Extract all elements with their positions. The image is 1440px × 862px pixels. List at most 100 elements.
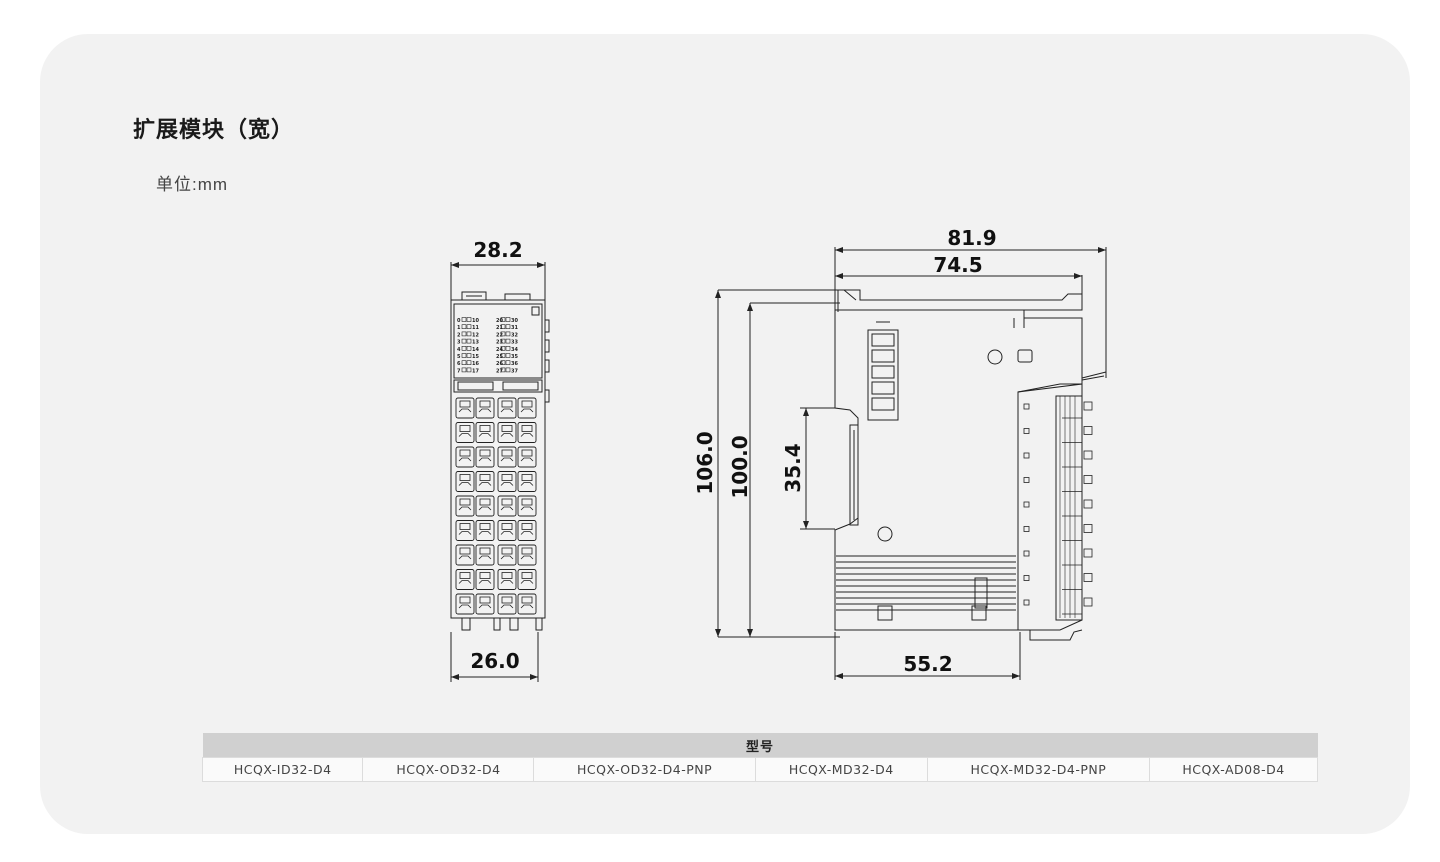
channel-led xyxy=(505,324,511,330)
side-terminal-hole xyxy=(1023,550,1030,557)
dim-side-height-body: 100.0 xyxy=(728,435,752,498)
channel-led xyxy=(466,353,472,358)
terminal xyxy=(497,593,517,615)
channel-led xyxy=(461,324,467,330)
terminal xyxy=(517,397,537,419)
terminal xyxy=(497,495,517,517)
channel-led xyxy=(500,360,506,366)
terminal xyxy=(475,495,495,517)
channel-number: 30 xyxy=(511,318,518,324)
channel-number: 21 xyxy=(496,325,503,331)
channel-led xyxy=(461,331,467,337)
side-terminal-hole xyxy=(1023,501,1030,508)
terminal xyxy=(455,544,475,566)
channel-number: 26 xyxy=(496,361,503,367)
channel-led xyxy=(466,367,472,373)
side-terminal-hole xyxy=(1023,477,1030,483)
terminal xyxy=(455,471,475,492)
terminal xyxy=(517,446,537,468)
side-terminal-hole xyxy=(1023,526,1030,532)
channel-led xyxy=(466,360,472,366)
model-cell: HCQX-ID32-D4 xyxy=(201,757,364,782)
terminal xyxy=(475,397,495,419)
channel-led xyxy=(466,345,472,351)
channel-led xyxy=(466,338,472,344)
terminal xyxy=(475,569,495,590)
channel-number: 16 xyxy=(472,361,479,367)
content-card xyxy=(40,34,1410,834)
terminal xyxy=(497,397,517,419)
channel-led xyxy=(466,324,472,330)
terminal xyxy=(497,569,517,590)
channel-number: 7 xyxy=(457,368,461,374)
channel-led xyxy=(500,353,506,358)
channel-number: 27 xyxy=(496,368,503,374)
channel-led xyxy=(500,345,506,351)
terminal xyxy=(517,569,537,590)
side-terminal-hole xyxy=(1023,452,1030,459)
model-cell: HCQX-MD32-D4-PNP xyxy=(926,757,1151,782)
channel-number: 12 xyxy=(472,332,479,338)
channel-led xyxy=(466,331,472,337)
terminal xyxy=(475,471,495,492)
terminal xyxy=(455,495,475,517)
channel-led xyxy=(505,331,511,337)
channel-number: 31 xyxy=(511,325,518,331)
side-terminal-lever xyxy=(1083,475,1093,484)
terminal xyxy=(497,471,517,492)
channel-number: 24 xyxy=(496,347,503,353)
channel-number: 15 xyxy=(472,354,479,360)
channel-number: 25 xyxy=(496,354,503,360)
channel-led xyxy=(505,360,511,366)
channel-number: 10 xyxy=(472,318,479,324)
dim-side-depth-body: 74.5 xyxy=(933,253,982,277)
unit-label: 单位:mm xyxy=(156,175,229,194)
channel-led xyxy=(505,367,511,373)
channel-number: 32 xyxy=(511,332,518,338)
side-terminal-lever xyxy=(1083,573,1093,582)
model-table: 型号 HCQX-ID32-D4 HCQX-OD32-D4 HCQX-OD32-D… xyxy=(201,733,1318,782)
channel-led xyxy=(466,317,472,322)
channel-number: 13 xyxy=(472,340,479,346)
channel-led xyxy=(500,324,506,330)
channel-led xyxy=(461,360,467,366)
channel-number: 6 xyxy=(457,361,461,367)
side-terminal-lever xyxy=(1083,597,1093,607)
channel-number: 4 xyxy=(457,347,461,353)
dim-side-depth-total: 81.9 xyxy=(947,226,996,250)
vent-fins xyxy=(836,555,1016,611)
channel-number: 37 xyxy=(511,368,518,374)
dim-front-width-top: 28.2 xyxy=(473,238,522,262)
terminal xyxy=(475,593,495,615)
dim-side-height-rail: 35.4 xyxy=(781,443,805,492)
channel-led xyxy=(500,331,506,337)
side-terminal-hole xyxy=(1023,403,1030,410)
channel-led xyxy=(505,345,511,351)
terminal xyxy=(517,520,537,541)
terminal xyxy=(475,520,495,541)
side-view: 81.9 74.5 106.0 100.0 35.4 xyxy=(693,226,1107,680)
side-terminal-hole xyxy=(1023,575,1030,581)
channel-led xyxy=(505,317,511,322)
channel-number: 17 xyxy=(472,368,479,374)
channel-number: 0 xyxy=(457,318,461,324)
terminal xyxy=(517,495,537,517)
terminal xyxy=(497,446,517,468)
channel-led xyxy=(500,317,506,322)
terminal xyxy=(455,446,475,468)
channel-led xyxy=(500,367,506,373)
channel-led xyxy=(505,353,511,358)
terminal-block-grid xyxy=(455,397,537,615)
page-title: 扩展模块（宽） xyxy=(133,117,295,142)
terminal xyxy=(455,520,475,541)
channel-number: 11 xyxy=(472,325,479,331)
channel-led xyxy=(505,338,511,344)
channel-number: 33 xyxy=(511,340,518,346)
side-terminal-hole xyxy=(1023,599,1030,606)
terminal xyxy=(455,422,475,443)
channel-led xyxy=(461,353,467,358)
side-terminal-lever xyxy=(1083,499,1093,509)
channel-number: 2 xyxy=(457,332,461,338)
